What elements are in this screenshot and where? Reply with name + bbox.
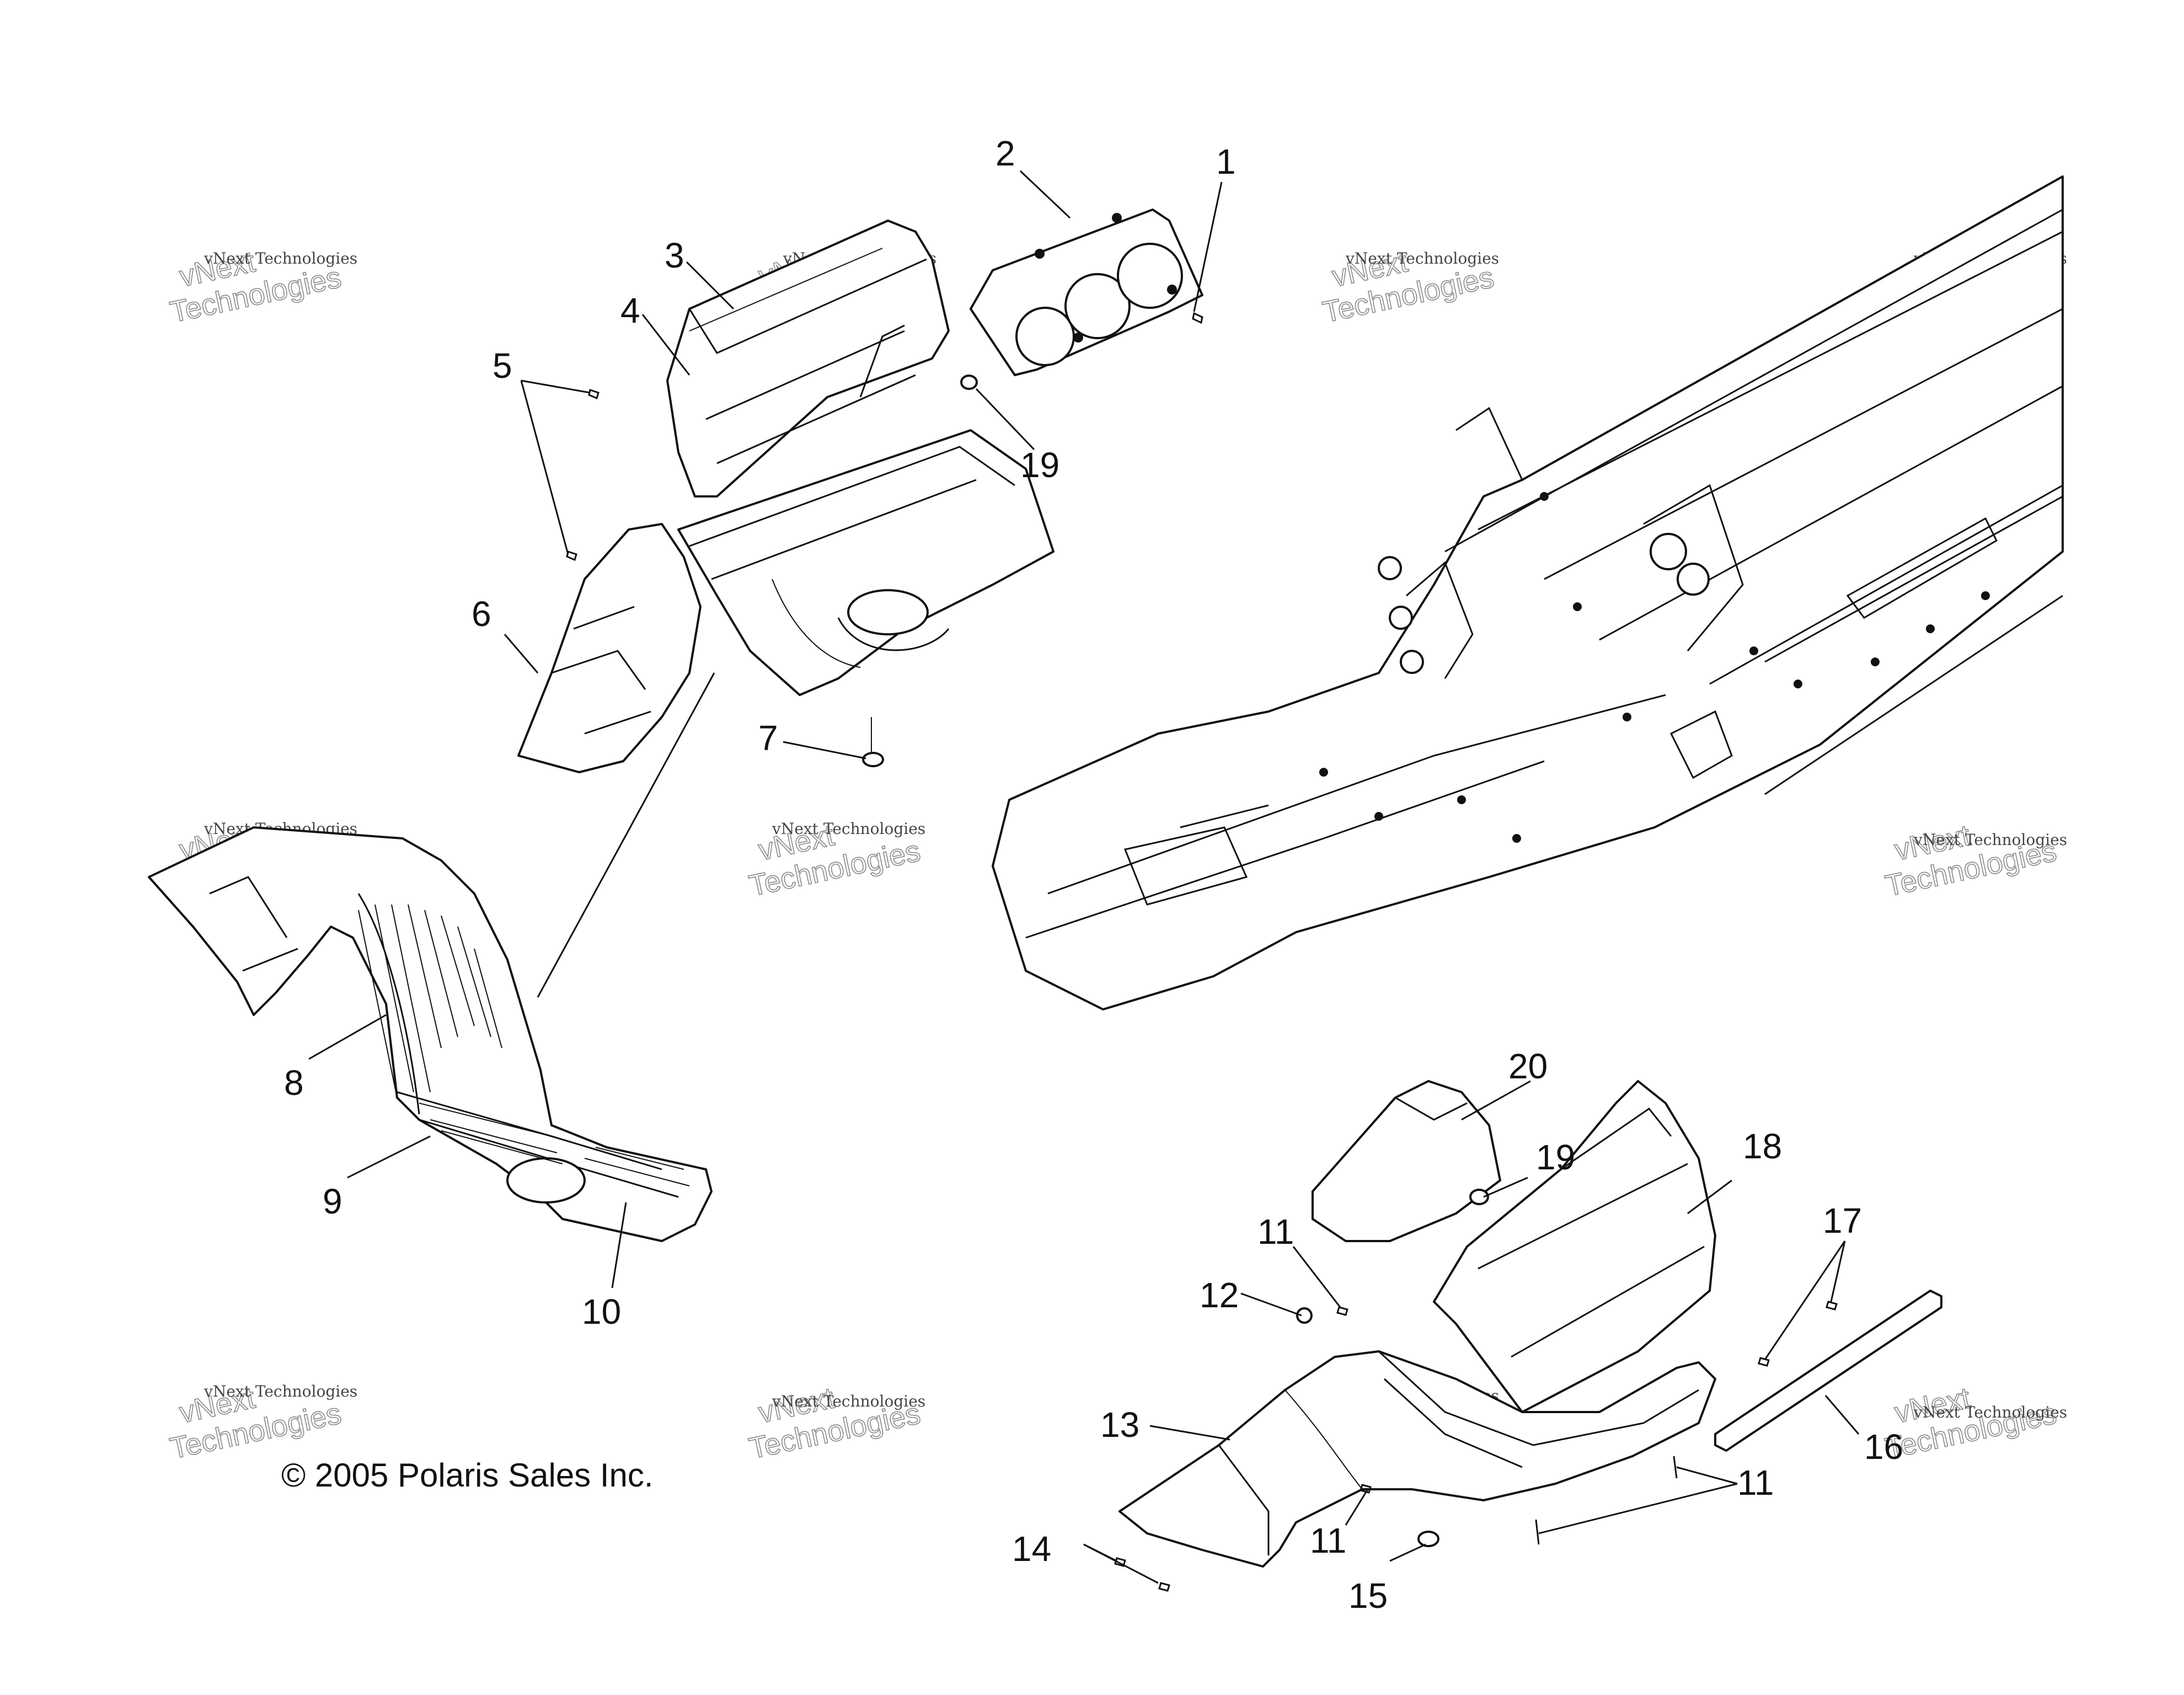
part-rear-shroud	[1433, 1080, 1716, 1413]
part-screws-5	[566, 389, 599, 562]
part-console-base	[677, 429, 1054, 696]
hatching	[358, 904, 690, 1186]
part-console-cover	[666, 220, 950, 498]
watermark-text: vNext Technologies	[1345, 249, 1499, 268]
watermark: vNext Technologies	[746, 819, 923, 903]
callout-18: 18	[1743, 1126, 1782, 1166]
fastener-11-right-b	[1535, 1519, 1540, 1545]
callout-10: 10	[582, 1292, 621, 1332]
part-grommet-lower	[1469, 1189, 1489, 1205]
part-trim-strip	[1714, 1290, 1942, 1452]
callout-1: 1	[1216, 142, 1236, 181]
callout-9: 9	[323, 1181, 342, 1221]
callout-3: 3	[665, 236, 684, 275]
callout-20: 20	[1508, 1046, 1548, 1086]
fasteners	[1114, 1301, 1838, 1592]
callout-13: 13	[1100, 1405, 1139, 1445]
watermark-text: vNext Technologies	[204, 249, 357, 268]
callout-11-right: 11	[1737, 1463, 1774, 1502]
fastener-11-right-a	[1673, 1456, 1678, 1479]
watermark: vNext Technologies	[167, 1381, 344, 1466]
callout-15: 15	[1348, 1576, 1388, 1616]
part-lower-console	[148, 826, 713, 1242]
fastener-14b	[1158, 1582, 1170, 1592]
part-gauge-panel	[970, 208, 1203, 376]
callout-7: 7	[758, 718, 778, 758]
watermark: vNext Technologies	[1319, 245, 1497, 330]
callouts: 1 2 3 4 5 6 7 8 9 10 11 11 11 12 13 14 1…	[284, 133, 1903, 1616]
watermark: vNext Technologies	[167, 245, 344, 330]
fastener-11-top	[1336, 1306, 1348, 1316]
callout-5: 5	[493, 346, 512, 386]
callout-12: 12	[1200, 1275, 1239, 1315]
callout-17: 17	[1823, 1201, 1862, 1240]
callout-11-mid: 11	[1310, 1521, 1346, 1560]
watermark: vNext Technologies	[1882, 819, 2059, 903]
fastener-11-mid	[1359, 1484, 1372, 1494]
fastener-17a	[1826, 1301, 1838, 1311]
watermark-text: vNext Technologies	[1913, 1403, 2067, 1421]
callout-8: 8	[284, 1063, 304, 1103]
fastener-17b	[1758, 1357, 1770, 1367]
leader-assembly	[537, 672, 715, 998]
callout-19-lower: 19	[1536, 1137, 1575, 1177]
callout-14: 14	[1012, 1529, 1051, 1569]
part-screw-1	[1192, 312, 1203, 324]
part-side-bracket	[517, 523, 702, 773]
copyright-notice: © 2005 Polaris Sales Inc.	[281, 1457, 654, 1494]
callout-16: 16	[1864, 1427, 1903, 1467]
watermark: vNext Technologies	[746, 1381, 923, 1466]
callout-2: 2	[995, 133, 1015, 173]
leader-lines	[308, 170, 1860, 1584]
callout-6: 6	[472, 594, 491, 634]
watermark-text: vNext Technologies	[1913, 831, 2067, 849]
callout-19-upper: 19	[1020, 445, 1059, 485]
nut-12	[1296, 1307, 1313, 1324]
part-grommet-upper	[960, 375, 978, 390]
callout-4: 4	[620, 291, 640, 330]
watermark-text: vNext Technologies	[772, 820, 925, 838]
part-belly-pan	[1118, 1350, 1716, 1568]
callout-11-top: 11	[1257, 1212, 1294, 1252]
plug-15	[1417, 1531, 1439, 1547]
part-nut-7	[862, 717, 884, 767]
part-block-20	[1312, 1080, 1501, 1242]
part-chassis	[992, 175, 2064, 1010]
watermark-text: vNext Technologies	[204, 1382, 357, 1400]
watermark-text: vNext Technologies	[772, 1392, 925, 1410]
